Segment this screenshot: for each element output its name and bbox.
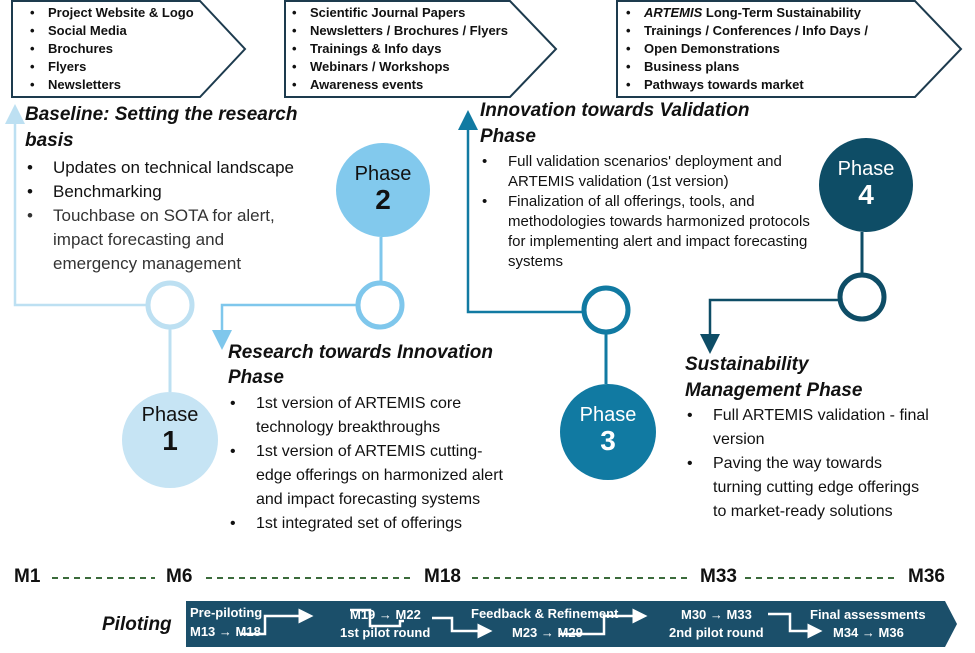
phase-3-circle (560, 384, 656, 480)
milestone-m1: M1 (14, 566, 41, 587)
research-title: Research towards Innovation Phase (228, 342, 494, 388)
list-item: Benchmarking (25, 180, 355, 204)
phase-2-circle (336, 143, 430, 237)
artemis-name: ARTEMIS (644, 5, 703, 20)
list-item: 1st version of ARTEMIS cutting-edge offe… (228, 440, 513, 512)
phase-number: 2 (375, 184, 391, 215)
list-item: Full ARTEMIS validation - final version (685, 404, 935, 452)
list-item: Awareness events (284, 76, 508, 94)
piloting-step: M34 → M36 (833, 625, 904, 640)
phase-1-circle (122, 392, 218, 488)
list-item: Scientific Journal Papers (284, 4, 508, 22)
piloting-step: M13 → M18 (190, 624, 261, 639)
piloting-step: 2nd pilot round (669, 625, 764, 640)
list-item: Social Media (22, 22, 194, 40)
baseline-section: Baseline: Setting the research basis Upd… (25, 102, 345, 276)
item-text: Long-Term Sustainability (702, 5, 861, 20)
phase-number: 1 (162, 425, 178, 456)
dissemination-list-3: ARTEMIS Long-Term Sustainability Trainin… (618, 4, 868, 94)
milestone-m36: M36 (908, 566, 945, 587)
list-item: Newsletters / Brochures / Flyers (284, 22, 508, 40)
piloting-step: Final assessments (810, 607, 926, 622)
list-item: ARTEMIS Long-Term Sustainability (618, 4, 868, 22)
list-item: Project Website & Logo (22, 4, 194, 22)
milestone-m33: M33 (700, 566, 737, 587)
phase-word: Phase (837, 158, 895, 180)
dissemination-list-1: Project Website & Logo Social Media Broc… (22, 4, 194, 94)
innovation-section: Innovation towards Validation Phase Full… (480, 98, 810, 272)
piloting-step: Feedback & Refinement (471, 606, 619, 621)
baseline-title: Baseline: Setting the research basis (25, 104, 298, 151)
piloting-step: 1st pilot round (340, 625, 431, 640)
list-item: Pathways towards market (618, 76, 868, 94)
research-section: Research towards Innovation Phase 1st ve… (228, 340, 528, 536)
phase-word: Phase (579, 404, 637, 426)
item-text: Open Demonstrations (644, 41, 780, 56)
list-item: Finalization of all offerings, tools, an… (480, 192, 810, 272)
innovation-title: Innovation towards Validation Phase (480, 100, 750, 147)
list-item: Newsletters (22, 76, 194, 94)
phase-word: Phase (354, 163, 412, 185)
phase-2-ring (355, 280, 405, 330)
list-item: 1st integrated set of offerings (228, 512, 513, 536)
list-item: Trainings & Info days (284, 40, 508, 58)
list-item: Trainings / Conferences / Info Days / (618, 22, 868, 40)
piloting-bar (186, 601, 957, 647)
list-item: Full validation scenarios' deployment an… (480, 152, 810, 192)
list-item: Open Demonstrations (618, 40, 868, 58)
piloting-step: M30 → M33 (681, 607, 752, 622)
list-item: Paving the way towards turning cutting e… (685, 452, 935, 524)
list-item: Flyers (22, 58, 194, 76)
list-item: Updates on technical landscape (25, 156, 355, 180)
milestone-m18: M18 (424, 566, 461, 587)
phase-4-ring (837, 272, 887, 322)
milestone-m6: M6 (166, 566, 193, 587)
dissemination-list-2: Scientific Journal Papers Newsletters / … (284, 4, 508, 94)
phase-3-ring (581, 285, 631, 335)
piloting-step: M19 → M22 (350, 607, 421, 622)
phase-word: Phase (141, 404, 199, 426)
sustainability-title: Sustainability Management Phase (685, 354, 863, 401)
list-item: 1st version of ARTEMIS core technology b… (228, 392, 513, 440)
sustainability-section: Sustainability Management Phase Full ART… (685, 352, 945, 524)
list-item: Webinars / Workshops (284, 58, 508, 76)
phase-4-circle (819, 138, 913, 232)
piloting-step: M23 → M29 (512, 625, 583, 640)
phase-number: 4 (858, 179, 874, 210)
piloting-step: Pre-piloting (190, 605, 263, 620)
list-item: Touchbase on SOTA for alert, impact fore… (25, 204, 303, 276)
phase-number: 3 (600, 425, 616, 456)
phase-1-ring (145, 280, 195, 330)
list-item: Business plans (618, 58, 868, 76)
piloting-label: Piloting (102, 614, 172, 635)
list-item: Brochures (22, 40, 194, 58)
